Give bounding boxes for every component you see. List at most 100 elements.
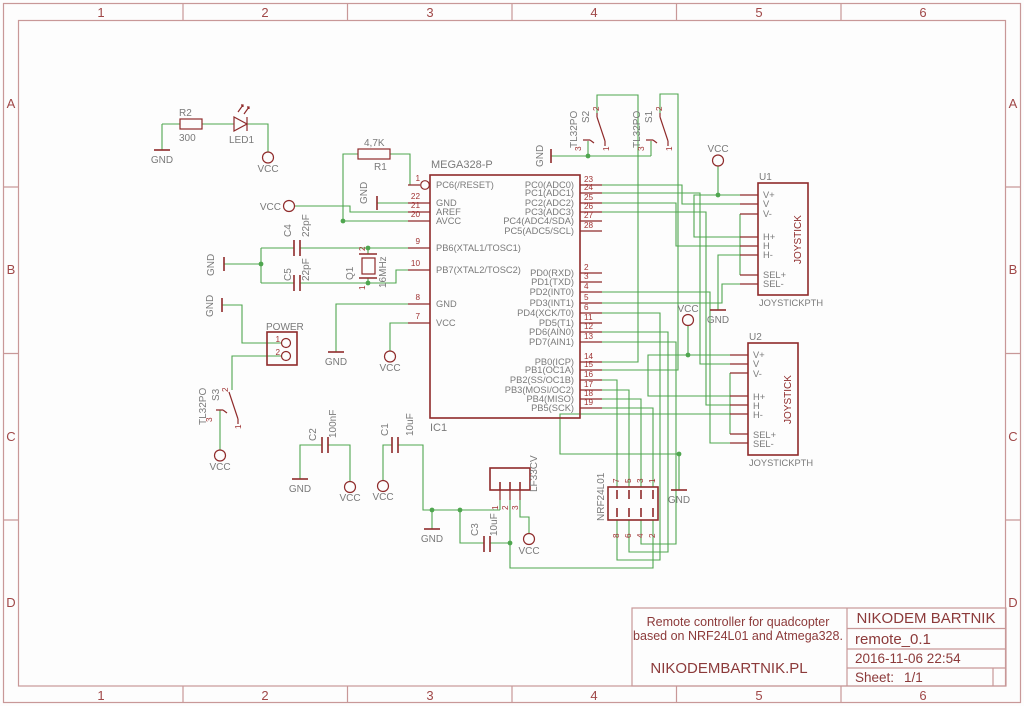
vcc-label: VCC	[372, 492, 393, 503]
u2-pin-name: V	[753, 359, 760, 369]
vcc-label: VCC	[260, 202, 281, 213]
ic1-pin-name: PB1(OC1A)	[525, 365, 574, 375]
joystick-u1[interactable]: U1 V+ V V- H+ H H- SEL+ SEL- JOYSTICK JO…	[740, 172, 823, 308]
gnd-label: GND	[205, 295, 216, 317]
s3-pin-number: 2	[221, 387, 230, 392]
ic1-pin-number: 5	[584, 293, 589, 302]
vcc-symbol-c2[interactable]: VCC	[339, 480, 361, 505]
net-reg-vcc	[519, 500, 530, 533]
capacitor-c5[interactable]: C5 22pF	[283, 258, 312, 291]
frame-col-label: 3	[426, 688, 433, 703]
power-connector[interactable]: POWER 1 2	[266, 322, 304, 366]
u1-pin-name: V	[763, 199, 770, 209]
joystick-u2[interactable]: U2 V+ V V- H+ H H- SEL+ SEL- JOYSTICK JO…	[730, 332, 813, 468]
u1-pin-name: SEL-	[763, 279, 784, 289]
ic1-pin-name: PB3(MOSI/OC2)	[505, 385, 574, 395]
regulator-lf33cv[interactable]: LF33CV 1 2 3	[489, 455, 540, 510]
frame-col-label: 2	[261, 5, 268, 20]
gnd-symbol-c2[interactable]: GND	[289, 478, 311, 495]
gnd-symbol-pin8[interactable]: GND	[325, 351, 347, 368]
vcc-symbol-aref[interactable]: VCC	[260, 199, 296, 214]
u2-part-label: JOYSTICK	[783, 375, 794, 424]
gnd-label: GND	[707, 315, 729, 326]
frame-row-label: C	[1008, 429, 1017, 444]
vcc-symbol-u1[interactable]: VCC	[707, 144, 729, 167]
ic1-pin-number: 20	[411, 210, 421, 219]
ic1-pin-name: GND	[436, 299, 457, 309]
ic1-pin-name: AREF	[436, 207, 461, 217]
resistor-r2[interactable]: R2 300	[179, 108, 203, 144]
capacitor-c4[interactable]: C4 22pF	[283, 214, 312, 256]
crystal-q1[interactable]: Q1 16MHz 2 1	[345, 246, 389, 290]
u2-pin-name: SEL-	[753, 439, 774, 449]
capacitor-c2[interactable]: C2 100nF	[308, 410, 339, 453]
gnd-label: GND	[359, 182, 370, 204]
ic1-pin-number: 4	[584, 282, 589, 291]
vcc-symbol-pin7[interactable]: VCC	[379, 350, 401, 374]
s1-pin-number: 2	[655, 106, 664, 111]
vcc-symbol-s3[interactable]: VCC	[209, 449, 231, 473]
s1-pin-number: 1	[665, 146, 674, 151]
gnd-symbol-reg[interactable]: GND	[421, 528, 443, 545]
frame-col-label: 6	[919, 5, 926, 20]
title-author: NIKODEM BARTNIK	[857, 610, 996, 627]
net-nrf-spi	[602, 379, 654, 487]
ic1-pin-number: 11	[584, 313, 593, 322]
frame-row-label: B	[1009, 262, 1018, 277]
nrf-pin-number: 2	[648, 533, 657, 538]
switch-s3[interactable]: TL32PO S3 2 3 1	[198, 387, 243, 429]
gnd-symbol-caps[interactable]: GND	[206, 254, 225, 276]
resistor-r1[interactable]: 4,7K R1	[357, 138, 391, 173]
gnd-symbol-u1[interactable]: GND	[707, 309, 729, 326]
net-xtal1	[261, 247, 408, 254]
switch-s2[interactable]: TL32PO S2 2 3 1	[569, 106, 611, 151]
u2-footprint-label: JOYSTICKPTH	[749, 458, 813, 468]
ic1-pin-name: PC0(ADC0)	[525, 180, 574, 190]
junction-dots	[258, 153, 721, 546]
ic1-pin-name: PD3(INT1)	[530, 298, 574, 308]
nrf-pin-number: 6	[624, 533, 633, 538]
u1-pin-name: H	[763, 241, 770, 251]
c1-ref-label: C1	[380, 423, 391, 436]
capacitor-c1[interactable]: C1 10uF	[380, 413, 416, 453]
ic1-pin-name: PC4(ADC4/SDA)	[503, 216, 574, 226]
gnd-symbol-pin22[interactable]: GND	[359, 182, 378, 210]
vcc-symbol-c1[interactable]: VCC	[372, 479, 394, 504]
ic1-pin-name: PD4(XCK/T0)	[517, 308, 574, 318]
vcc-symbol-led[interactable]: VCC	[257, 151, 279, 175]
title-description-line2: based on NRF24L01 and Atmega328.	[633, 629, 843, 643]
led1[interactable]: LED1	[229, 104, 254, 146]
net-cap-gnd-tie	[224, 248, 262, 283]
q1-ref-label: Q1	[345, 266, 356, 280]
gnd-symbol-led[interactable]: GND	[151, 149, 173, 166]
r2-ref-label: R2	[179, 108, 192, 119]
ic1-pin-number: 14	[584, 352, 594, 361]
c3-value-label: 10uF	[489, 513, 500, 536]
gnd-symbol-power[interactable]: GND	[205, 295, 223, 317]
vcc-symbol-u2[interactable]: VCC	[677, 304, 699, 327]
ic1-pin-number: 28	[584, 221, 594, 230]
ic1-pin-name: GND	[436, 198, 457, 208]
ic1-mega328p[interactable]: MEGA328-P IC1 1 22 21 20 9 10 8 7 PC6(/R…	[408, 159, 602, 434]
ic1-pin-number: 1	[415, 174, 420, 183]
net-c1	[382, 444, 500, 511]
led-arrows-icon	[237, 104, 250, 115]
capacitor-c3[interactable]: C3 10uF	[470, 513, 500, 552]
vcc-label: VCC	[339, 493, 360, 504]
gnd-symbol-switches[interactable]: GND	[535, 145, 552, 167]
gnd-symbol-nrf[interactable]: GND	[668, 489, 690, 506]
ic1-pin-name: PB7(XTAL2/TOSC2)	[436, 265, 521, 275]
nrf24l01-header[interactable]: NRF24L01 7 5 3 1 8 6 4 2	[596, 472, 659, 538]
vcc-symbol-reg[interactable]: VCC	[518, 532, 540, 558]
nrf-pin-number: 8	[612, 533, 621, 538]
wires[interactable]	[161, 93, 741, 569]
net-reg-gnd	[431, 500, 501, 529]
title-sheet-value: 1/1	[904, 670, 923, 685]
gnd-label: GND	[421, 534, 443, 545]
switch-s1[interactable]: TL32PO S1 2 3 1	[632, 106, 674, 151]
title-project-name: remote_0.1	[855, 631, 931, 648]
ic1-pin-name: PD5(T1)	[539, 318, 574, 328]
